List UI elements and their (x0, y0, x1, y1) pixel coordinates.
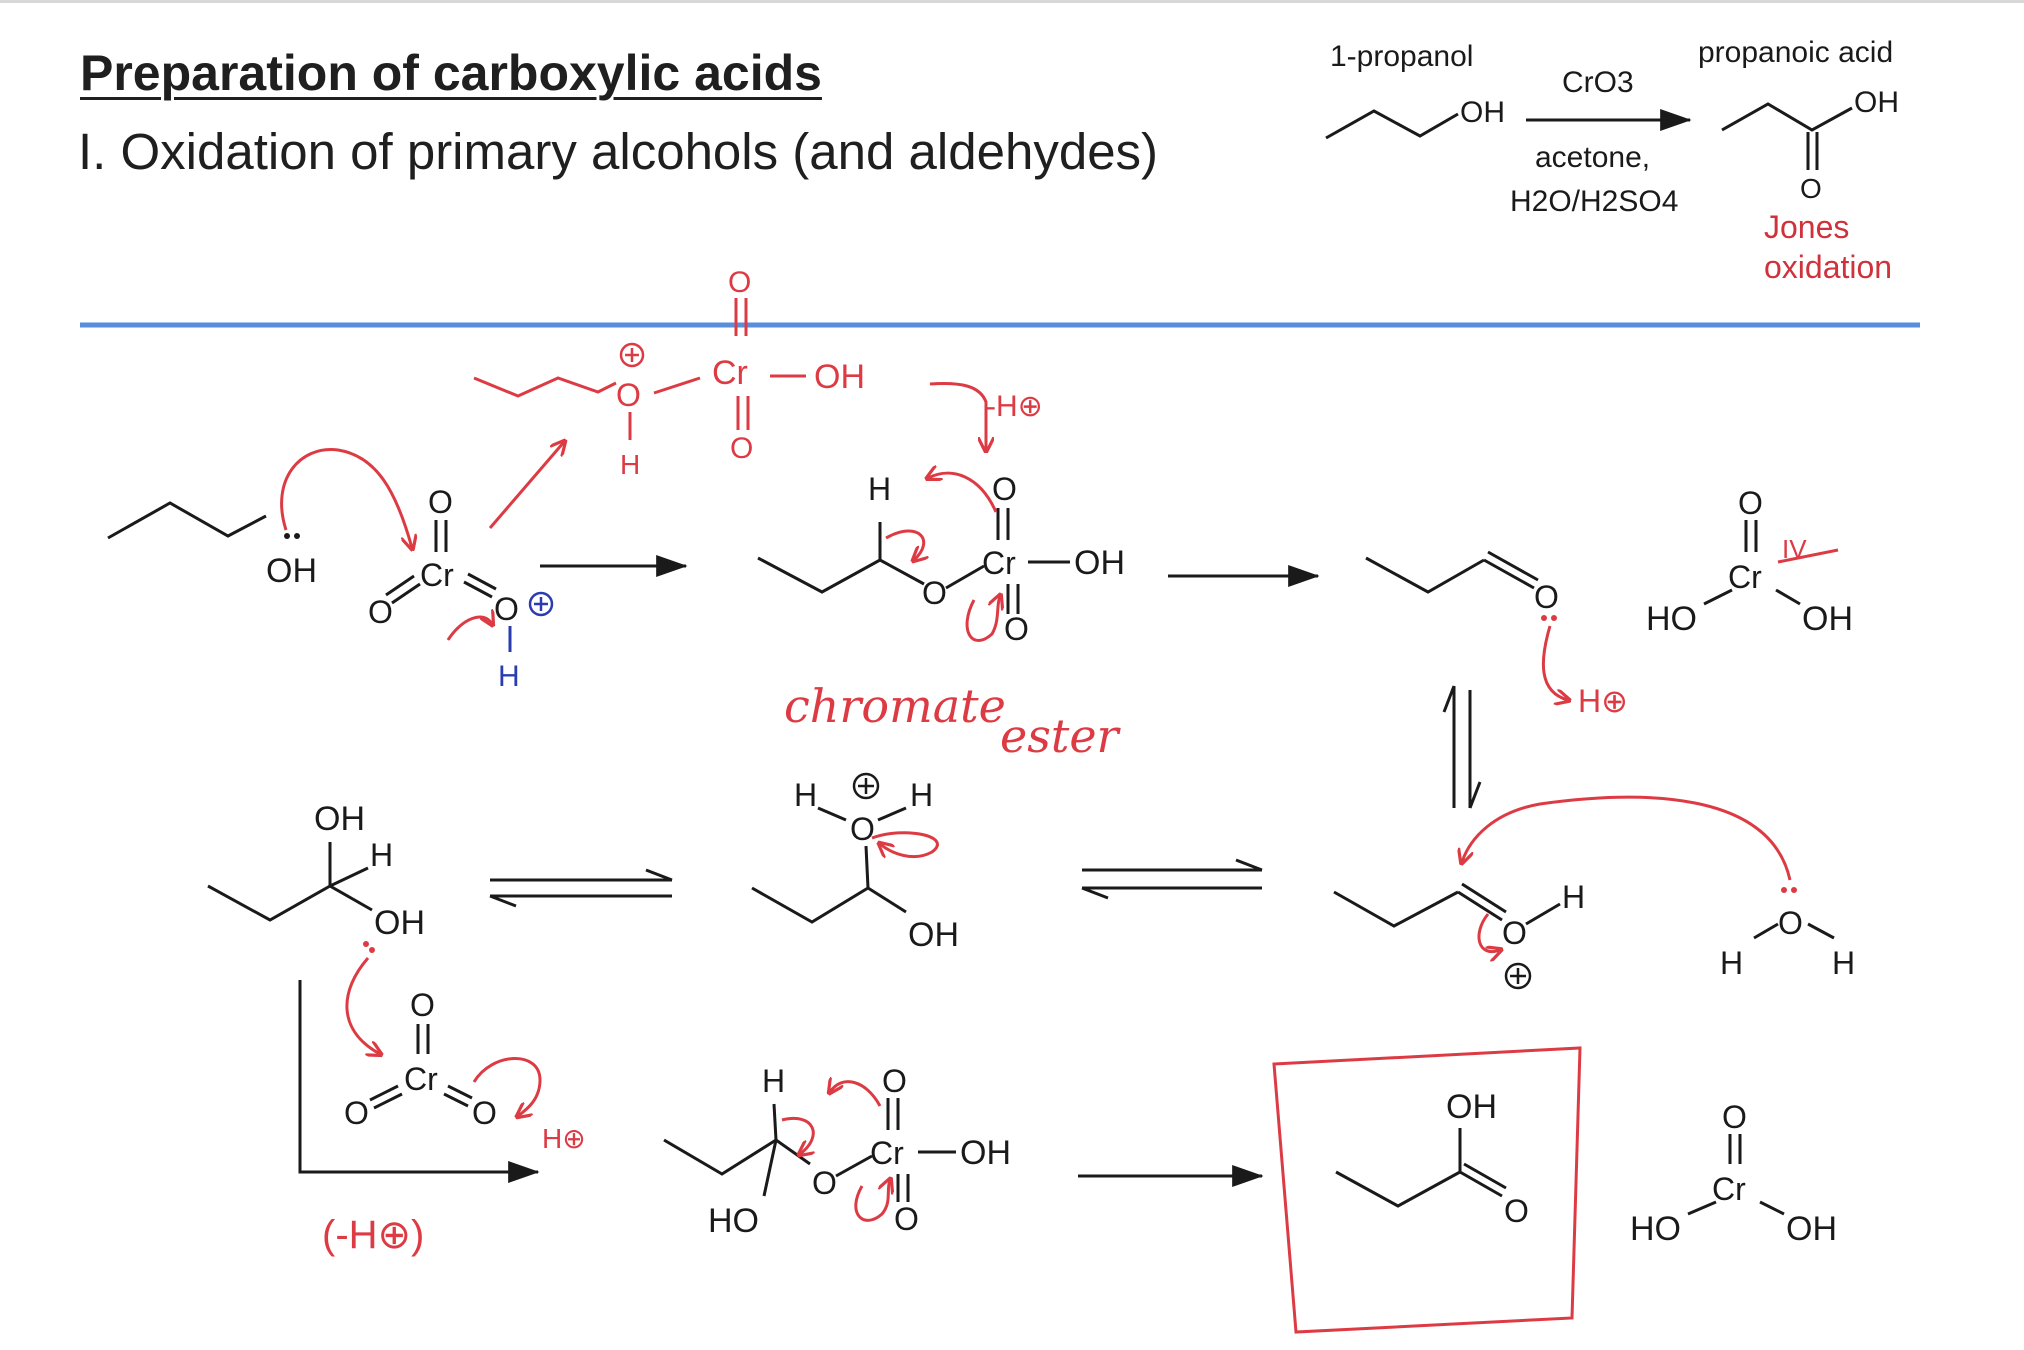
svg-text:OH: OH (908, 916, 959, 954)
svg-text:H: H (1832, 945, 1855, 981)
reagent-cro3: CrO3 (1562, 66, 1634, 99)
reactant-name: 1-propanol (1330, 40, 1473, 73)
propanal-molecule: O (1365, 550, 1559, 621)
svg-text:O: O (616, 377, 641, 413)
propanol-oh: OH (266, 552, 317, 590)
red-sketch-adduct: O H O Cr OH O -H⊕ (473, 266, 1043, 480)
svg-text:O: O (428, 484, 453, 520)
equilibrium-arrows-right (1081, 858, 1263, 900)
svg-text:H: H (498, 660, 520, 693)
svg-text:O: O (494, 591, 519, 627)
svg-text:O: O (1504, 1193, 1529, 1229)
svg-text:O: O (472, 1095, 497, 1131)
jones-scheme: 1-propanol OH CrO3 acetone, H2O/H2SO4 pr… (1325, 36, 1899, 285)
reagent-acetone: acetone, (1535, 141, 1650, 174)
svg-text:O: O (344, 1095, 369, 1131)
chromium-trioxide: O Cr O O (344, 987, 497, 1131)
water-molecule: O H H (1462, 795, 1855, 981)
svg-text:H: H (868, 471, 891, 507)
svg-text:O: O (882, 1063, 907, 1099)
red-arrow-protonation (1541, 625, 1568, 700)
svg-text:O: O (1004, 611, 1029, 647)
svg-text:Cr: Cr (870, 1135, 904, 1171)
svg-text:H: H (910, 777, 933, 813)
svg-text:H: H (370, 837, 393, 873)
vertical-equilibrium (1442, 685, 1482, 809)
chromate-label: chromate (784, 679, 1006, 733)
svg-text:O: O (1722, 1099, 1747, 1135)
page-top-border (0, 0, 2024, 3)
product-oh: OH (1854, 86, 1899, 119)
svg-text:O: O (1534, 579, 1559, 615)
svg-text:O: O (728, 266, 751, 299)
chromous-acid-final: O Cr HO OH (1630, 1099, 1837, 1248)
svg-text:O: O (410, 987, 435, 1023)
equilibrium-arrows-left (489, 868, 673, 908)
chromate-ester-molecule: H O Cr O OH O (757, 471, 1125, 647)
h-plus-label: H⊕ (1578, 683, 1628, 719)
svg-text:H: H (762, 1063, 785, 1099)
svg-text:OH: OH (374, 904, 425, 942)
svg-text:Cr: Cr (1712, 1171, 1746, 1207)
svg-text:OH: OH (814, 358, 865, 396)
red-annotations-row1 (280, 442, 564, 641)
chromium-iv-species: O Cr HO OH IV (1646, 485, 1853, 638)
product-name: propanoic acid (1698, 36, 1893, 69)
propanoic-skeleton (1721, 102, 1853, 132)
svg-text:HO: HO (708, 1202, 759, 1240)
svg-text:O: O (730, 432, 753, 465)
svg-text:OH: OH (1446, 1088, 1497, 1126)
propanol-molecule: OH (107, 501, 317, 590)
propanoic-acid-boxed: OH O (1272, 1046, 1582, 1334)
svg-text:OH: OH (1802, 600, 1853, 638)
section-subtitle: I. Oxidation of primary alcohols (and al… (78, 123, 1159, 180)
svg-text:Cr: Cr (1728, 559, 1762, 595)
minus-h-label-2: (-H⊕) (322, 1213, 424, 1257)
svg-text:O: O (992, 471, 1017, 507)
red-arrows-hydrate-ester (781, 1082, 890, 1222)
page-title: Preparation of carboxylic acids (80, 45, 822, 101)
svg-text:HO: HO (1630, 1210, 1681, 1248)
svg-text:Cr: Cr (420, 557, 454, 593)
protonated-propanal: O H (1333, 879, 1585, 990)
svg-text:H: H (794, 777, 817, 813)
propanol-skeleton (1325, 109, 1459, 140)
red-arrows-row3 (345, 957, 542, 1116)
ester-label: ester (1000, 709, 1122, 763)
svg-text:H: H (620, 449, 640, 480)
svg-text:O: O (1502, 915, 1527, 951)
protonated-hydrate: H O H OH (751, 772, 959, 954)
svg-text:O: O (368, 594, 393, 630)
product-o: O (1800, 173, 1822, 204)
svg-text:Cr: Cr (404, 1061, 438, 1097)
red-arrows-ester (885, 473, 1000, 642)
svg-text:OH: OH (1074, 544, 1125, 582)
svg-text:O: O (850, 811, 875, 847)
propanal-hydrate: OH H OH (207, 800, 425, 953)
protonated-chromic-acid: O Cr O O H (368, 484, 554, 693)
oxidation-label: oxidation (1764, 249, 1892, 285)
svg-text:H: H (1720, 945, 1743, 981)
svg-text:O: O (894, 1201, 919, 1237)
svg-text:O: O (1778, 905, 1803, 941)
minus-h-label-1: -H⊕ (986, 390, 1043, 423)
hydrate-chromate-ester: H HO O Cr O OH O (663, 1063, 1011, 1240)
jones-label: Jones (1764, 209, 1849, 245)
svg-text:O: O (812, 1165, 837, 1201)
svg-text:Cr: Cr (712, 354, 748, 392)
svg-text:OH: OH (1786, 1210, 1837, 1248)
svg-text:Cr: Cr (982, 545, 1016, 581)
l-shaped-arrow (298, 980, 540, 1183)
svg-text:O: O (1738, 485, 1763, 521)
reactant-oh: OH (1460, 96, 1505, 129)
svg-text:H: H (1562, 879, 1585, 915)
svg-text:OH: OH (314, 800, 365, 838)
reagent-acid: H2O/H2SO4 (1510, 185, 1678, 218)
svg-text:HO: HO (1646, 600, 1697, 638)
svg-text:O: O (922, 575, 947, 611)
svg-text:OH: OH (960, 1134, 1011, 1172)
h-plus-label-2: H⊕ (542, 1123, 586, 1154)
